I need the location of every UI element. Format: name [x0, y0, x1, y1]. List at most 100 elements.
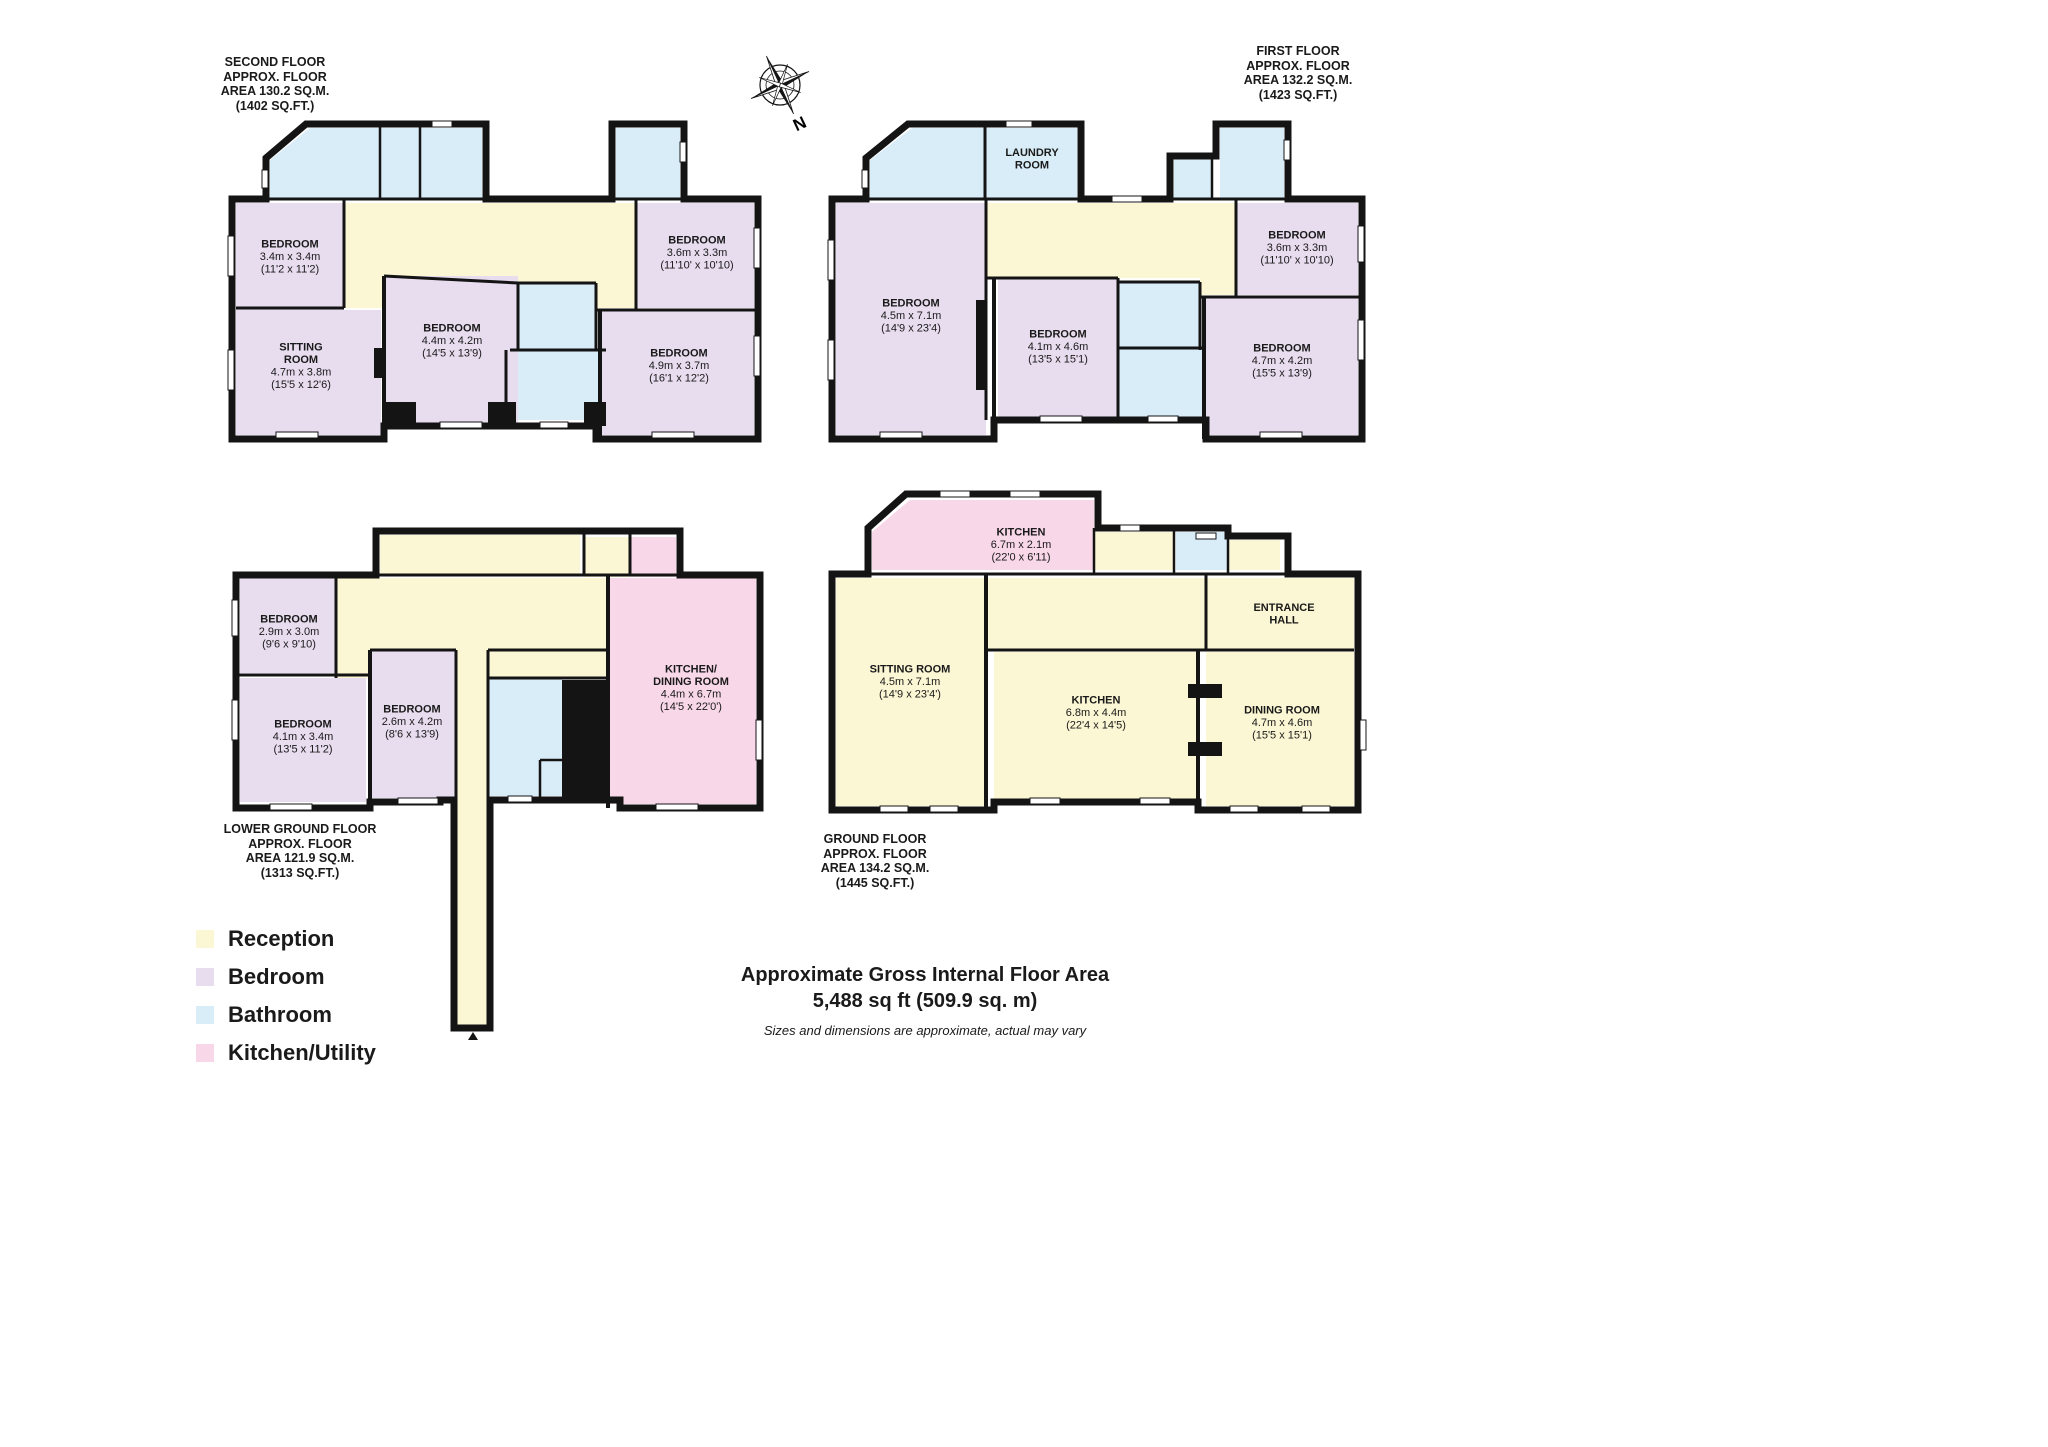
- lower-bedroom-2: [240, 678, 366, 802]
- window: [539, 421, 569, 429]
- window: [1259, 431, 1303, 439]
- window: [651, 431, 695, 439]
- legend-label: Reception: [228, 926, 335, 951]
- window: [507, 795, 533, 803]
- window: [227, 235, 235, 277]
- room-dimension: 3.6m x 3.3m: [1267, 242, 1328, 254]
- room-name: BEDROOM: [261, 239, 318, 251]
- legend-item-bathroom: Bathroom: [196, 996, 376, 1034]
- room-name: KITCHEN: [1072, 695, 1121, 707]
- window: [1357, 319, 1365, 361]
- room-dimension: (11'10' x 10'10): [660, 260, 733, 272]
- window: [1359, 719, 1367, 751]
- reception-swatch: [196, 930, 214, 948]
- lower-bedroom-3: [370, 650, 456, 798]
- room-dimension: 2.9m x 3.0m: [259, 626, 320, 638]
- second-floor-title: SECOND FLOOR APPROX. FLOOR AREA 130.2 SQ…: [220, 55, 330, 113]
- window: [753, 335, 761, 377]
- window: [439, 421, 483, 429]
- window: [1039, 415, 1083, 423]
- second-bedroom-3: [636, 203, 754, 308]
- first-bathroom-3: [1118, 348, 1206, 420]
- gross-area-title: Approximate Gross Internal Floor Area: [740, 964, 1110, 986]
- second-bedroom-1: [236, 203, 344, 310]
- lower-entrance-path: [456, 800, 490, 1028]
- partition-wall: [383, 274, 519, 285]
- second-bedroom-2: [384, 276, 518, 426]
- room-name: BEDROOM: [650, 348, 707, 360]
- room-dimension: (11'2 x 11'2): [261, 264, 319, 276]
- room-dimension: 4.1m x 3.4m: [273, 731, 334, 743]
- second-bathroom-2: [420, 128, 482, 198]
- room-name: KITCHEN: [997, 527, 1046, 539]
- bathroom-swatch: [196, 1006, 214, 1024]
- room-dimension: (15'5 x 12'6): [271, 379, 331, 391]
- window: [1195, 532, 1217, 540]
- room-dimension: (8'6 x 13'9): [385, 729, 439, 741]
- room-name: BEDROOM: [1268, 230, 1325, 242]
- room-dimension: 3.4m x 3.4m: [260, 251, 321, 263]
- room-name: ENTRANCE: [1253, 602, 1314, 614]
- room-dimension: ROOM: [1015, 159, 1049, 171]
- window: [827, 239, 835, 281]
- window: [231, 599, 239, 637]
- room-dimension: 4.7m x 4.6m: [1252, 717, 1313, 729]
- window: [879, 431, 923, 439]
- room-dimension: 4.4m x 6.7m: [661, 688, 722, 700]
- first-laundry-room: [985, 128, 1077, 198]
- room-dimension: (16'1 x 12'2): [649, 373, 709, 385]
- room-name: BEDROOM: [274, 719, 331, 731]
- room-dimension: 3.6m x 3.3m: [667, 247, 728, 259]
- ground-kitchen: [994, 652, 1200, 800]
- room-dimension: 6.7m x 2.1m: [991, 539, 1052, 551]
- gross-area-value: 5,488 sq ft (509.9 sq. m): [812, 990, 1038, 1012]
- ground-dining-room: [1206, 652, 1354, 806]
- chimney-block: [386, 402, 416, 426]
- window: [1111, 195, 1143, 203]
- room-dimension: (15'5 x 13'9): [1252, 368, 1312, 380]
- window: [655, 803, 699, 811]
- lower-passage: [488, 650, 608, 678]
- room-name: BEDROOM: [668, 235, 725, 247]
- room-name: LAUNDRY: [1005, 147, 1059, 159]
- ground-back-passage: [1094, 532, 1174, 570]
- window: [1029, 797, 1061, 805]
- room-name: BEDROOM: [1029, 329, 1086, 341]
- ground-floor-outer-wall: [828, 490, 1362, 814]
- room-dimension: 4.4m x 4.2m: [422, 335, 483, 347]
- legend-label: Bathroom: [228, 1002, 332, 1027]
- room-name: KITCHEN/: [665, 663, 717, 675]
- first-floor-title: FIRST FLOOR APPROX. FLOOR AREA 132.2 SQ.…: [1243, 44, 1353, 102]
- lower-stair-passage: [380, 535, 580, 575]
- lower-bedroom-1: [240, 578, 336, 673]
- first-bedroom-2: [998, 278, 1118, 420]
- room-dimension: 6.8m x 4.4m: [1066, 707, 1127, 719]
- room-name: BEDROOM: [383, 704, 440, 716]
- window: [1009, 490, 1041, 498]
- room-dimension: (14'9 x 23'4'): [879, 689, 941, 701]
- first-bedroom-3: [1236, 203, 1358, 295]
- second-ensuite: [518, 283, 596, 353]
- room-name: BEDROOM: [1253, 343, 1310, 355]
- ground-floor-title: GROUND FLOOR APPROX. FLOOR AREA 134.2 SQ…: [820, 832, 930, 890]
- room-dimension: 2.6m x 4.2m: [382, 716, 443, 728]
- room-dimension: 4.9m x 3.7m: [649, 360, 710, 372]
- second-sitting-room: [236, 310, 381, 435]
- room-dimension: (22'0 x 6'11): [991, 552, 1050, 564]
- window: [753, 227, 761, 269]
- window: [1229, 805, 1259, 813]
- legend-item-reception: Reception: [196, 920, 376, 958]
- window: [679, 141, 687, 163]
- room-name: BEDROOM: [423, 323, 480, 335]
- first-wc: [1174, 158, 1212, 198]
- window: [1139, 797, 1171, 805]
- window: [1301, 805, 1331, 813]
- window: [755, 719, 763, 761]
- chimney-block: [976, 300, 986, 390]
